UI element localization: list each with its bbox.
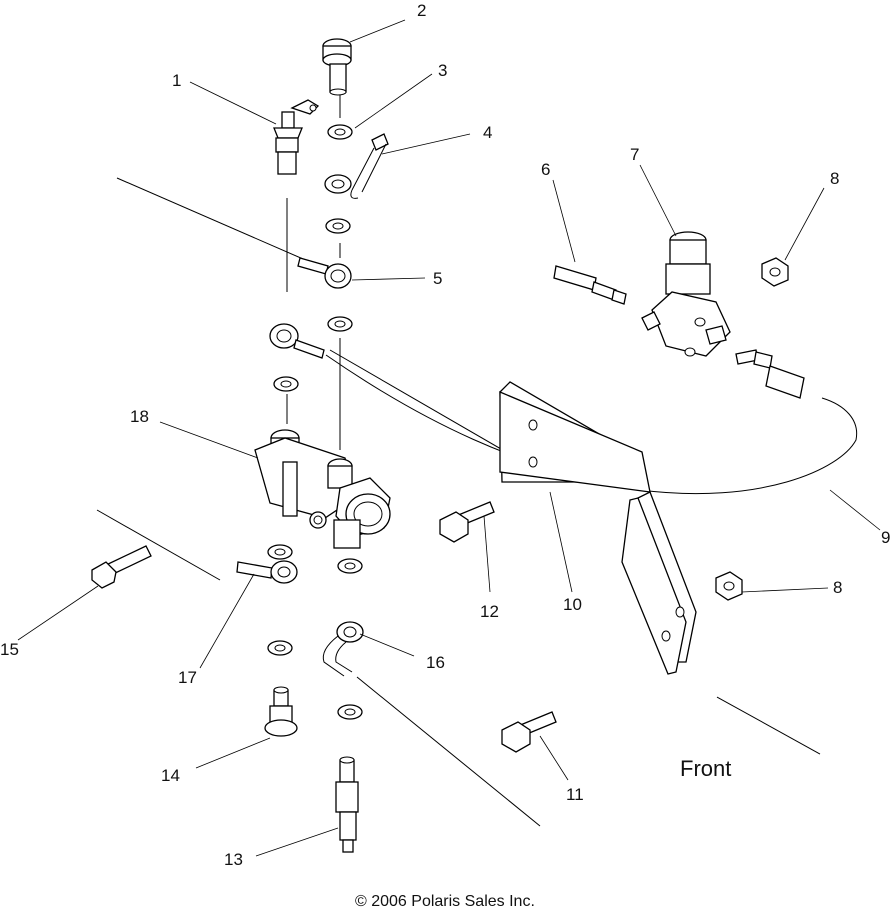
sealing-washers-column xyxy=(267,124,363,720)
callout-4: 4 xyxy=(483,123,492,142)
leader-lines xyxy=(17,19,881,857)
fitting-13 xyxy=(335,756,359,853)
callout-12: 12 xyxy=(480,602,499,621)
copyright-notice: © 2006 Polaris Sales Inc. xyxy=(355,893,535,908)
brake-line-right xyxy=(735,349,805,399)
brake-line-lower xyxy=(322,621,364,677)
proportioning-valve-body xyxy=(254,429,391,549)
callout-8-upper: 8 xyxy=(830,169,839,188)
callout-labels: 1 2 3 4 5 6 7 8 8 9 10 11 12 13 14 15 16… xyxy=(0,1,890,869)
nut-8-lower xyxy=(715,571,743,601)
nut-8-upper xyxy=(761,257,789,287)
callout-6: 6 xyxy=(541,160,550,179)
proportioning-valve-right xyxy=(641,231,731,357)
bolt-11 xyxy=(501,711,557,753)
callout-1: 1 xyxy=(172,71,181,90)
callout-10: 10 xyxy=(563,595,582,614)
callout-13: 13 xyxy=(224,850,243,869)
callout-3: 3 xyxy=(438,61,447,80)
callout-18: 18 xyxy=(130,407,149,426)
front-direction-label: Front xyxy=(680,756,731,781)
mounting-bracket xyxy=(499,381,697,675)
callout-14: 14 xyxy=(161,766,180,785)
callout-9: 9 xyxy=(881,528,890,547)
bleeder-screw xyxy=(264,686,298,737)
callout-15: 15 xyxy=(0,640,19,659)
brake-light-switch xyxy=(273,99,320,175)
callout-11: 11 xyxy=(566,785,584,804)
banjo-bolt-top xyxy=(322,38,352,96)
banjo-fitting-5 xyxy=(297,257,352,289)
callout-8-lower: 8 xyxy=(833,578,842,597)
callout-5: 5 xyxy=(433,269,442,288)
callout-7: 7 xyxy=(630,145,639,164)
brake-line-top xyxy=(350,133,389,199)
callout-16: 16 xyxy=(426,653,445,672)
line-fitting-6 xyxy=(553,265,627,305)
bolt-12 xyxy=(439,501,495,543)
alignment-lines xyxy=(96,60,858,827)
banjo-fitting-upper xyxy=(269,323,325,359)
callout-17: 17 xyxy=(178,668,197,687)
banjo-fitting-17 xyxy=(236,560,298,584)
callout-2: 2 xyxy=(417,1,426,20)
bolt-15 xyxy=(91,545,152,589)
